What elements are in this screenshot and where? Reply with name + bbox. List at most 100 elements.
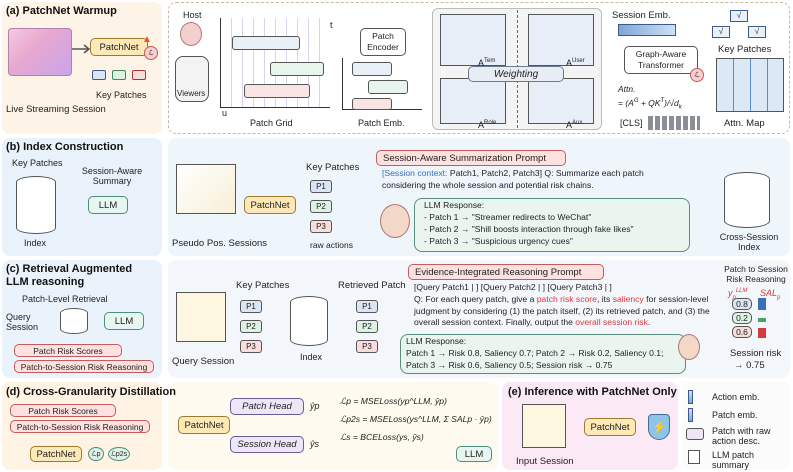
key-patches-label-c: Key Patches [236, 280, 290, 291]
p3-box-b: P3 [310, 220, 332, 233]
p1-box-c-ret: P1 [356, 300, 378, 313]
arrow-a-1 [72, 44, 91, 54]
legend-action-emb: Action emb. [712, 392, 760, 402]
index-cylinder-c [60, 308, 88, 334]
p2s-box-d: Patch-to-Session Risk Reasoning [10, 420, 150, 433]
loss-s-formula: ℒs = BCELoss(ys, ŷs) [340, 432, 424, 442]
patch-grid-row-3 [244, 84, 310, 98]
a-aux-label: AAux. [566, 120, 585, 130]
yp-hat: ŷp [310, 401, 320, 411]
panel-a-title: (a) PatchNet Warmup [6, 5, 117, 17]
prompt-text-b: [Session context: Patch1, Patch2, Patch3… [382, 168, 644, 190]
loss-g-icon: ℒ [690, 68, 704, 82]
sal-bar-3 [758, 328, 766, 338]
sal-bar-1 [758, 298, 766, 310]
loss-p-icon: ℒp [88, 447, 104, 461]
response-box-c [400, 334, 686, 374]
index-label-c: Index [300, 352, 323, 362]
response-title-b: LLM Response: [424, 200, 485, 210]
panel-legend [682, 382, 790, 470]
input-session-label: Input Session [516, 456, 574, 467]
index-cylinder-c2 [290, 296, 328, 346]
live-session-image [8, 28, 72, 76]
key-patches-label-b2: Key Patches [306, 162, 360, 173]
patchnet-box-b: PatchNet [244, 196, 296, 214]
patchnet-box-a: PatchNet [90, 38, 148, 56]
patch-encoder-box: Patch Encoder [360, 28, 406, 56]
cls-tokens [648, 116, 700, 130]
p2s-box-c: Patch-to-Session Risk Reasoning [14, 360, 154, 373]
response-box-b [414, 198, 690, 252]
session-aware-label: Session-Aware Summary [81, 166, 143, 186]
panel-b-title: (b) Index Construction [6, 141, 124, 153]
response-line-1-b: - Patch 1 → "Streamer redirects to WeCha… [424, 212, 592, 222]
response-line-2-b: - Patch 2 → "Shill boosts interaction th… [424, 224, 634, 234]
prompt-title-c: Evidence-Integrated Reasoning Prompt [408, 264, 604, 280]
bar-val-2: 0.2 [732, 312, 752, 324]
response-line-2-c: Patch 3 → Risk 0.6, Saliency 0.5; Sessio… [406, 360, 613, 370]
attn-map [716, 58, 784, 112]
a-tem-label: ATem [478, 58, 496, 68]
avatar-b [380, 204, 410, 238]
patch-level-label: Patch-Level Retrieval [22, 294, 108, 304]
key-patches-label-a: Key Patches [96, 90, 147, 100]
key-patches-label-b: Key Patches [12, 158, 63, 168]
p1-box-c: P1 [240, 300, 262, 313]
patchnet-box-d2: PatchNet [178, 416, 230, 434]
attn-map-label: Attn. Map [724, 118, 765, 129]
p2-box-c-ret: P2 [356, 320, 378, 333]
patch-emb-row-1 [352, 62, 392, 76]
key-patches-right-label: Key Patches [718, 44, 772, 55]
llm-box-c: LLM [104, 312, 144, 330]
cls-label: [CLS] [620, 118, 643, 128]
sal-bar-2 [758, 318, 766, 322]
pseudo-sessions-stack [176, 164, 236, 214]
query-session-grid [176, 292, 226, 342]
session-emb-bar [618, 24, 676, 36]
query-session-label-c2: Query Session [172, 356, 235, 367]
a-role-label: ARole [478, 120, 497, 130]
patch-emb-label: Patch Emb. [358, 118, 405, 128]
p3-box-c-ret: P3 [356, 340, 378, 353]
loss-g-icon-a: ℒ [144, 46, 158, 60]
flame-icon: ▲ [142, 34, 152, 45]
loss-p2s-icon: ℒp2s [108, 447, 130, 461]
patch-grid-u: u [222, 108, 228, 118]
patch-grid-row-1 [232, 36, 300, 50]
llm-summary-icon [688, 450, 700, 464]
p2-box-c: P2 [240, 320, 262, 333]
response-title-c: LLM Response: [406, 336, 467, 346]
p3-box-c: P3 [240, 340, 262, 353]
legend-llm-summary: LLM patch summary [712, 450, 755, 470]
viewers-label: Viewers [177, 89, 206, 98]
host-label: Host [183, 10, 202, 20]
cross-index-cylinder [724, 172, 770, 228]
key-patches-icons-a [92, 68, 148, 84]
live-session-label: Live Streaming Session [6, 104, 106, 115]
patch-head-box: Patch Head [230, 398, 304, 415]
raw-actions-label: raw actions [310, 240, 353, 250]
panel-c-title: (c) Retrieval Augmented LLM reasoning [6, 263, 133, 288]
cross-index-label: Cross-Session Index [719, 232, 779, 252]
session-risk-label: Session risk [730, 348, 782, 359]
response-line-3-b: - Patch 3 → "Suspicious urgency cues" [424, 236, 573, 246]
host-avatar-icon [180, 22, 202, 46]
patchnet-box-d: PatchNet [30, 446, 82, 462]
a-tem-matrix [440, 14, 506, 66]
shield-icon: ⚡ [648, 414, 670, 440]
index-label-b: Index [24, 238, 47, 248]
ypllm-label: ypLLM [728, 288, 748, 301]
patchnet-box-e: PatchNet [584, 418, 636, 436]
llm-box-d: LLM [456, 446, 492, 462]
risk-scores-box-c: Patch Risk Scores [14, 344, 122, 357]
p2-box-b: P2 [310, 200, 332, 213]
viewers-box [175, 56, 209, 102]
prompt-query-c: [Query Patch1 | ] [Query Patch2 | ] [Que… [414, 282, 612, 292]
action-emb-icon [688, 390, 693, 404]
patch-raw-icon [686, 428, 704, 440]
weighting-box: Weighting [468, 66, 564, 82]
a-user-matrix [528, 14, 594, 66]
query-session-label-c: Query Session [6, 312, 39, 332]
patch-emb-row-3 [352, 98, 392, 110]
session-emb-label: Session Emb. [612, 10, 671, 21]
